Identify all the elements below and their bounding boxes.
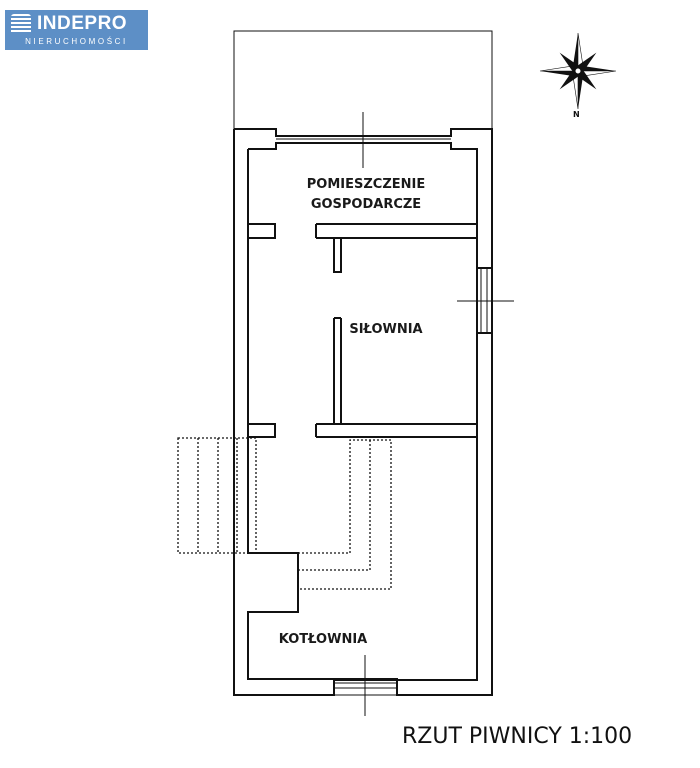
plan-title: RZUT PIWNICY 1:100 [402, 724, 633, 749]
windows [276, 135, 488, 696]
room-label-storage-line1: POMIESZCZENIE [306, 177, 426, 192]
logo-name: INDEPRO [37, 13, 128, 34]
terrace-outline [233, 30, 493, 129]
interior-stairs [297, 439, 392, 590]
room-label-storage: POMIESZCZENIE GOSPODARCZE [296, 175, 436, 215]
compass-rose-icon [539, 32, 617, 110]
logo-subtitle: NIERUCHOMOŚCI [25, 37, 128, 46]
exterior-stairs [177, 437, 257, 554]
interior-walls [248, 223, 477, 438]
room-label-boiler-room: KOTŁOWNIA [278, 632, 368, 647]
window-axes [362, 112, 514, 716]
compass-north-label: N [573, 110, 580, 119]
room-label-storage-line2: GOSPODARCZE [310, 197, 422, 212]
indepro-logo: INDEPRO NIERUCHOMOŚCI [5, 10, 148, 50]
room-label-gym: SIŁOWNIA [349, 322, 423, 337]
building-icon [11, 14, 31, 34]
